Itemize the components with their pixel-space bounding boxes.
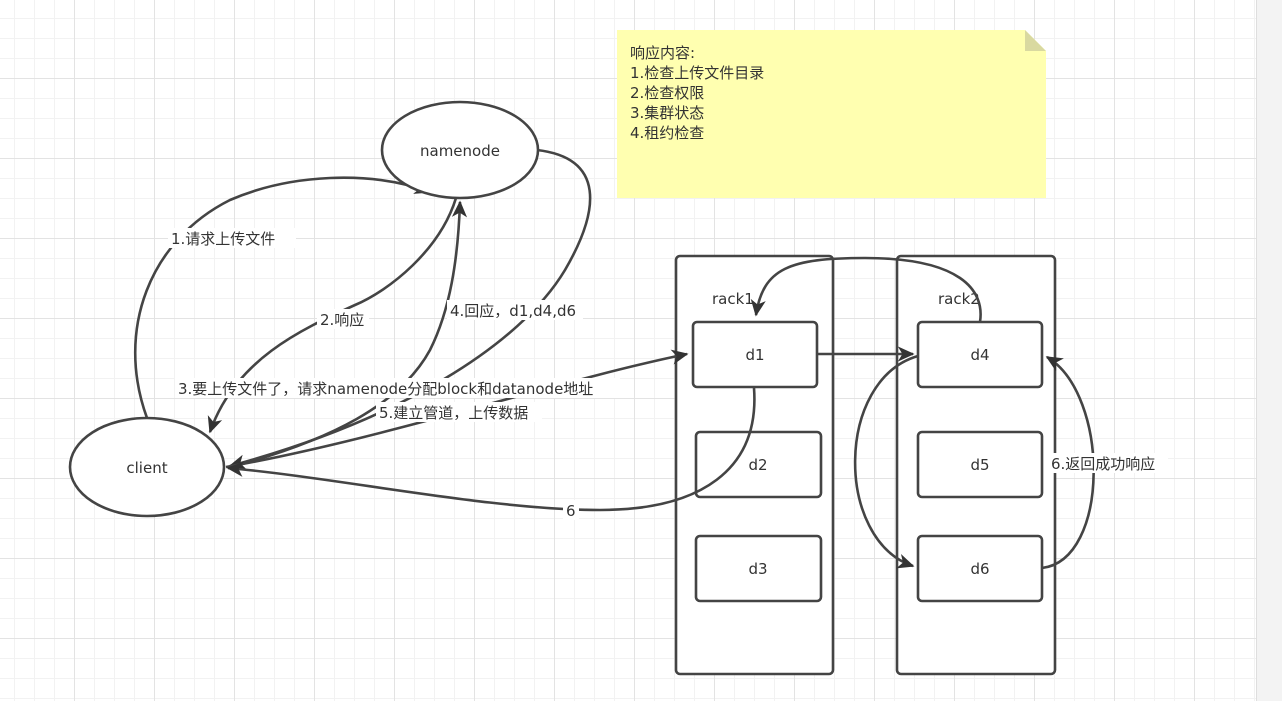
- datanode-d1[interactable]: d1: [691, 320, 819, 389]
- note-fold: [1025, 30, 1046, 51]
- datanode-label: d6: [970, 560, 989, 578]
- edge-d4-to-d6[interactable]: [853, 354, 919, 569]
- hdfs-write-diagram: 响应内容: 1.检查上传文件目录 2.检查权限 3.集群状态 4.租约检查 ra…: [68, 30, 1168, 676]
- datanode-label: d3: [748, 560, 767, 578]
- edge-label-step1: 1.请求上传文件: [171, 230, 275, 248]
- edge-step4-reply-datanodes[interactable]: [228, 148, 592, 470]
- label-bg: [175, 378, 620, 398]
- label-bg: [563, 500, 579, 520]
- datanode-box: [916, 534, 1044, 603]
- datanode-d3[interactable]: d3: [694, 534, 823, 603]
- namenode-label: namenode: [420, 142, 500, 160]
- response-note[interactable]: 响应内容: 1.检查上传文件目录 2.检查权限 3.集群状态 4.租约检查: [617, 30, 1046, 198]
- edge-step1-request-upload[interactable]: [133, 176, 432, 419]
- datanode-label: d1: [745, 346, 764, 364]
- datanode-label: d4: [970, 346, 989, 364]
- edge-step6-ack[interactable]: [226, 387, 756, 512]
- label-bg: [168, 228, 296, 248]
- client-ellipse: [68, 416, 226, 518]
- note-line: 4.租约检查: [630, 124, 704, 142]
- datanode-box: [694, 430, 823, 499]
- rack1-label: rack1: [712, 290, 754, 308]
- edge-d4-to-d1[interactable]: [750, 256, 982, 323]
- edge-label-step5: 5.建立管道，上传数据: [379, 404, 528, 422]
- rack2-label: rack2: [938, 290, 980, 308]
- datanode-label: d5: [970, 456, 989, 474]
- datanode-d6[interactable]: d6: [916, 534, 1044, 603]
- note-body: [617, 30, 1046, 198]
- namenode-ellipse: [380, 100, 540, 200]
- label-bg: [447, 300, 583, 320]
- note-line: 3.集群状态: [630, 104, 704, 122]
- edge-label-step3: 3.要上传文件了，请求namenode分配block和datanode地址: [178, 380, 593, 398]
- edge-label-step2: 2.响应: [320, 311, 364, 329]
- label-bg: [376, 402, 542, 422]
- datanode-d5[interactable]: d5: [916, 430, 1044, 499]
- vertical-scrollbar[interactable]: [1256, 0, 1282, 701]
- datanode-label: d2: [748, 456, 767, 474]
- edge-label-step4: 4.回应，d1,d4,d6: [450, 302, 576, 320]
- datanode-box: [916, 430, 1044, 499]
- datanode-d4[interactable]: d4: [916, 320, 1044, 389]
- note-line: 1.检查上传文件目录: [630, 64, 764, 82]
- client-label: client: [126, 459, 167, 477]
- note-line: 2.检查权限: [630, 84, 704, 102]
- datanode-box: [694, 534, 823, 603]
- edge-d6-to-d4[interactable]: [1041, 355, 1095, 570]
- edge-label-step6: 6: [566, 502, 576, 520]
- label-bg: [1048, 453, 1168, 473]
- edge-label-step6-ack: 6.返回成功响应: [1051, 455, 1155, 473]
- namenode-node[interactable]: namenode: [380, 100, 540, 200]
- client-node[interactable]: client: [68, 416, 226, 518]
- note-line: 响应内容:: [630, 44, 695, 62]
- label-bg: [317, 309, 369, 329]
- datanode-d2[interactable]: d2: [694, 430, 823, 499]
